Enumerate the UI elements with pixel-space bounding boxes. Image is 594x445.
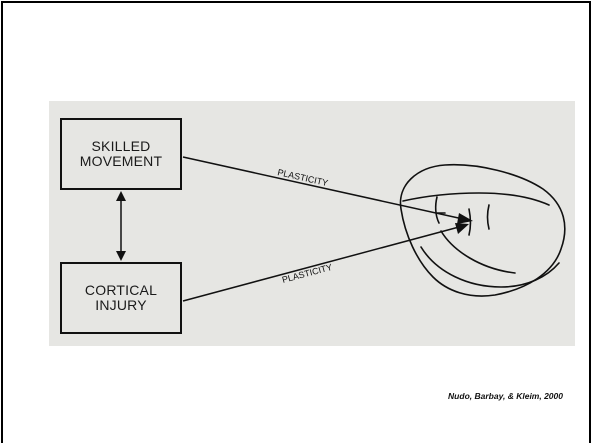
arrow-head-down bbox=[116, 251, 126, 261]
bottom-plasticity-arrow bbox=[182, 226, 460, 302]
cortical-injury-label: CORTICAL INJURY bbox=[84, 282, 158, 313]
brain-sketch bbox=[399, 163, 566, 297]
plasticity-figure: PLASTICITY PLASTICITY SKILLED MOVEMENT C… bbox=[49, 101, 575, 346]
arrow-head-up bbox=[116, 191, 126, 201]
top-plasticity-arrow bbox=[182, 156, 464, 220]
skilled-movement-label: SKILLED MOVEMENT bbox=[79, 138, 163, 169]
bottom-arrow-head bbox=[455, 223, 469, 234]
citation: Nudo, Barbay, & Kleim, 2000 bbox=[448, 391, 563, 401]
cortical-injury-box bbox=[60, 262, 182, 334]
top-arrow-head bbox=[457, 213, 473, 224]
top-plasticity-label: PLASTICITY bbox=[277, 167, 329, 188]
bottom-plasticity-label: PLASTICITY bbox=[281, 262, 333, 285]
figure-drawing: PLASTICITY PLASTICITY bbox=[60, 118, 566, 334]
skilled-movement-box bbox=[60, 118, 182, 190]
